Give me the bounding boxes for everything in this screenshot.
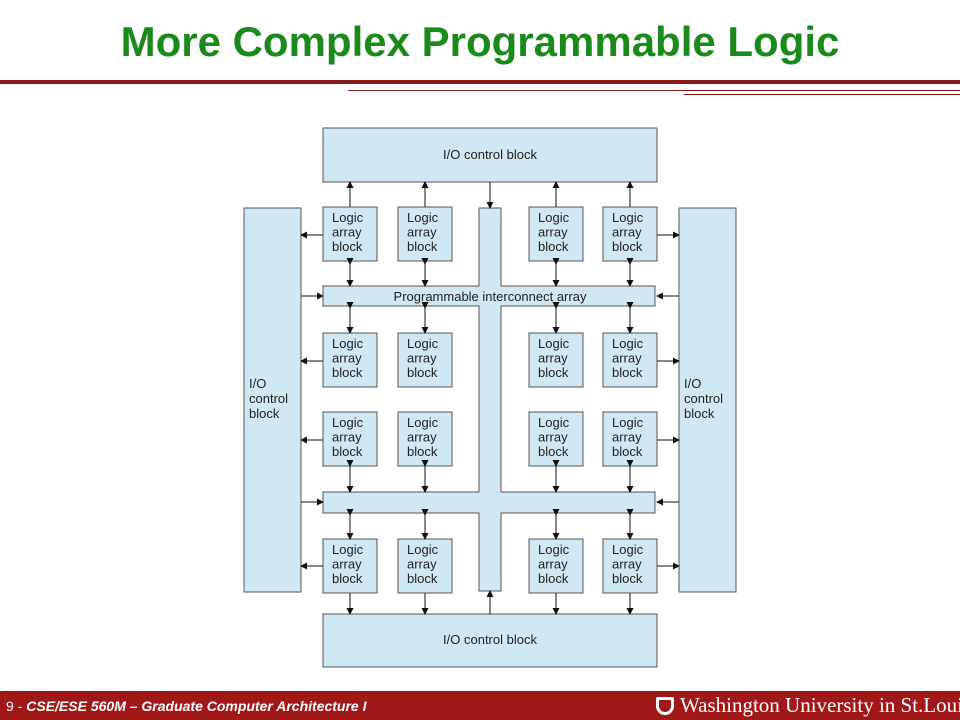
logic-array-block [602, 332, 658, 388]
interconnect-array-label: Programmable interconnect array [394, 289, 587, 304]
decorative-line [684, 94, 960, 95]
logic-array-block [528, 332, 584, 388]
programmable-interconnect-array [322, 207, 656, 592]
page-number: 9 [6, 698, 14, 714]
logic-array-block [528, 206, 584, 262]
logic-array-block [602, 411, 658, 467]
university-logo: Washington University in St.Louis [656, 693, 960, 718]
logic-array-block [602, 206, 658, 262]
university-name: Washington University in St.Louis [680, 693, 960, 717]
footer-bar [0, 691, 960, 720]
logic-array-block [602, 538, 658, 594]
logic-array-block [397, 538, 453, 594]
logic-array-block [397, 411, 453, 467]
footer-separator: - [13, 698, 27, 714]
logic-array-block [322, 332, 378, 388]
io-control-block-bottom-label: I/O control block [443, 632, 537, 647]
footer-text: 9 - CSE/ESE 560M – Graduate Computer Arc… [6, 698, 367, 714]
title-divider [0, 80, 960, 84]
slide-title: More Complex Programmable Logic [120, 18, 840, 65]
decorative-line [348, 90, 960, 91]
logic-array-block [528, 538, 584, 594]
course-title: CSE/ESE 560M – Graduate Computer Archite… [26, 698, 367, 714]
io-control-block-bottom [322, 613, 658, 668]
logic-array-block [397, 206, 453, 262]
logic-array-block [322, 206, 378, 262]
io-control-block-right [678, 207, 737, 593]
university-crest-icon [656, 696, 674, 715]
io-control-block-top [322, 127, 658, 183]
io-control-block-left [243, 207, 302, 593]
io-control-block-top-label: I/O control block [443, 147, 537, 162]
logic-array-block [322, 538, 378, 594]
logic-array-block [528, 411, 584, 467]
